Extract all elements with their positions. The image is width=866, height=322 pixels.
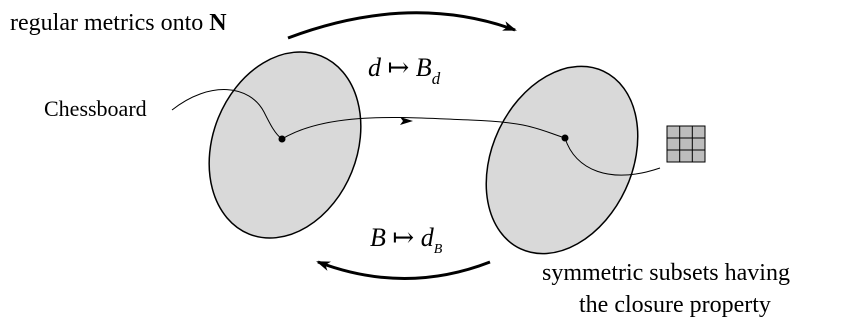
right-set-label-line2: the closure property	[579, 292, 771, 318]
top-map-arrow	[287, 11, 517, 40]
left-set-label: regular metrics onto N	[10, 10, 227, 36]
top-map-label: d ↦ Bd	[368, 53, 441, 88]
grid-3x3-icon	[666, 125, 706, 163]
right-set-ellipse	[485, 65, 639, 255]
chessboard-label: Chessboard	[44, 96, 147, 121]
chessboard-leader-line	[171, 89, 283, 140]
left-point	[278, 135, 286, 143]
right-set-label-line1: symmetric subsets having	[542, 260, 790, 286]
bottom-map-arrow	[316, 260, 491, 280]
right-point	[561, 134, 569, 142]
grid-leader-line	[564, 137, 661, 176]
bottom-map-label: B ↦ dB	[370, 223, 443, 257]
left-set-ellipse	[208, 51, 362, 239]
point-connection-arrowhead	[400, 117, 413, 125]
point-connection-curve	[281, 116, 566, 140]
